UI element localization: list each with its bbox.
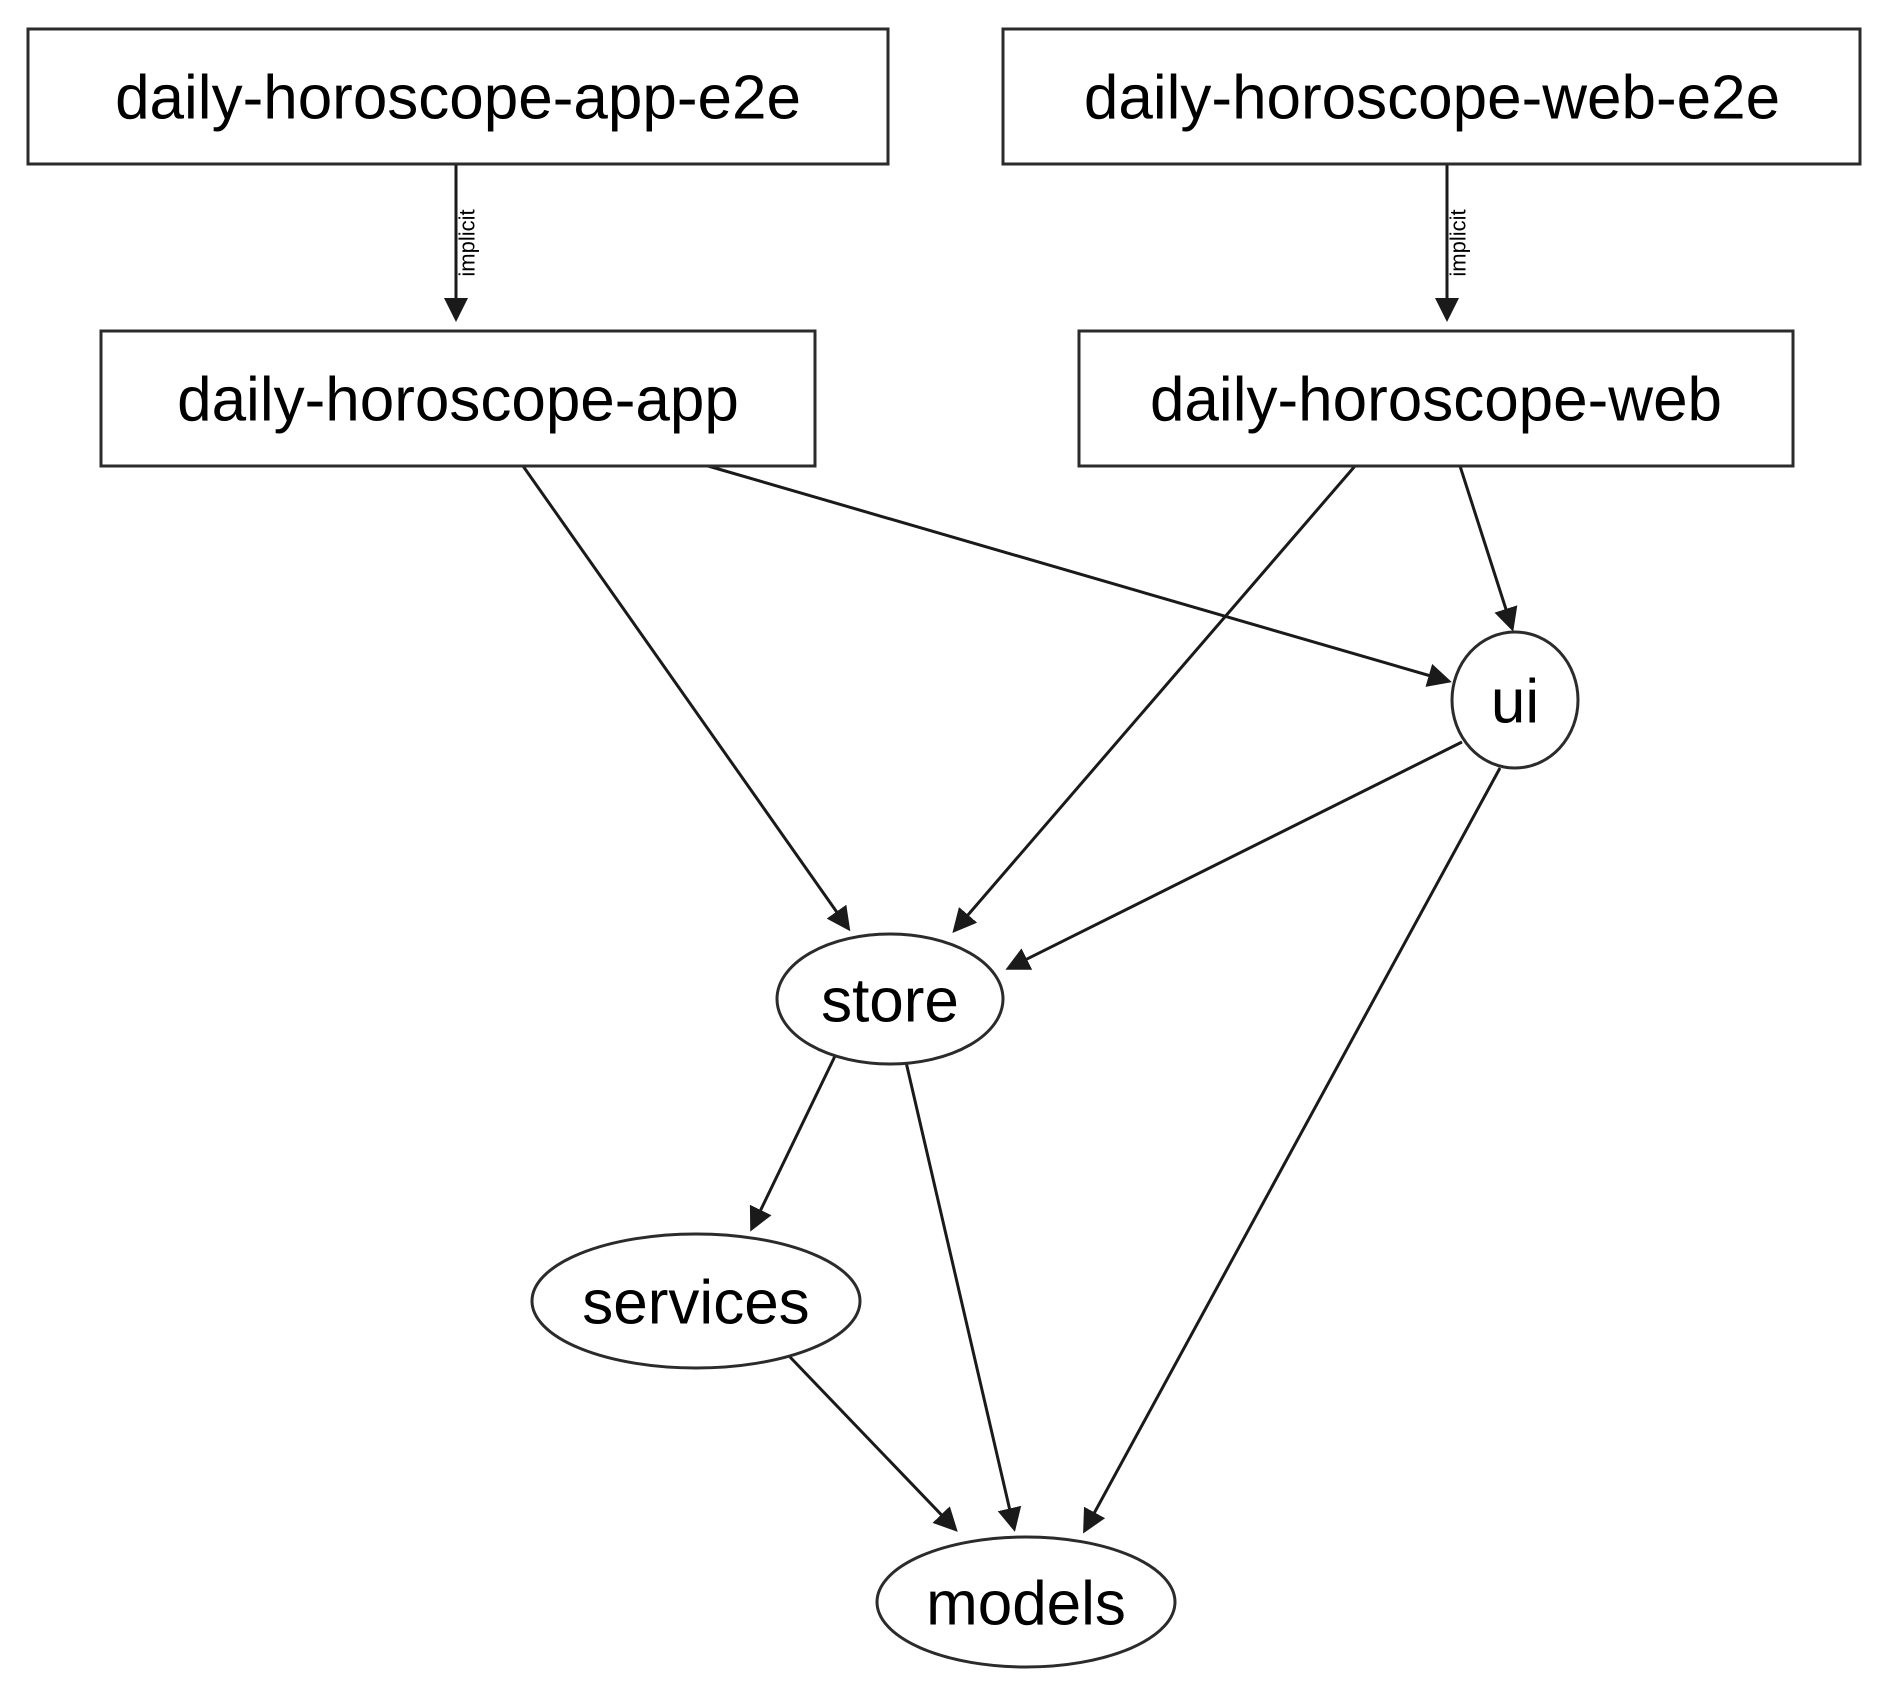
node-rect[interactable] [99, 329, 817, 468]
node-rect[interactable] [1001, 27, 1862, 166]
node-label: daily-horoscope-web [1150, 366, 1722, 435]
edge-web-to-store [952, 465, 1357, 934]
edge-line [1005, 740, 1463, 970]
node-label: ui [1491, 668, 1539, 737]
edge-line [788, 1355, 958, 1532]
edge-line [1083, 767, 1502, 1534]
edge-line [1458, 465, 1518, 632]
node-ellipse[interactable] [1450, 630, 1580, 770]
edge-app-to-ui [707, 464, 1452, 687]
edge-app-e2e-to-app: implicit [444, 164, 480, 322]
edge-line [521, 465, 851, 932]
node-label: daily-horoscope-web-e2e [1084, 64, 1780, 133]
edge-line [952, 465, 1357, 934]
edge-app-to-store [521, 465, 851, 932]
node-label: store [821, 967, 959, 1036]
node-daily-horoscope-app[interactable]: daily-horoscope-app [99, 329, 817, 468]
edge-ui-to-models [1083, 767, 1502, 1534]
edge-label-implicit-app: implicit [455, 209, 480, 276]
node-ellipse[interactable] [530, 1232, 862, 1370]
node-label: models [926, 1570, 1126, 1639]
edge-store-to-models [904, 1061, 1022, 1532]
edge-line [904, 1061, 1022, 1532]
node-models[interactable]: models [875, 1535, 1177, 1669]
node-label: services [582, 1269, 809, 1338]
node-label: daily-horoscope-app-e2e [115, 64, 801, 133]
node-ellipse[interactable] [875, 1535, 1177, 1669]
edge-line [749, 1053, 838, 1232]
node-store[interactable]: store [775, 932, 1005, 1066]
node-daily-horoscope-app-e2e[interactable]: daily-horoscope-app-e2e [26, 27, 890, 166]
edge-ui-to-store [1005, 740, 1463, 970]
node-services[interactable]: services [530, 1232, 862, 1370]
node-rect[interactable] [26, 27, 890, 166]
edge-store-to-services [749, 1053, 838, 1232]
node-rect[interactable] [1077, 329, 1795, 468]
node-ellipse[interactable] [775, 932, 1005, 1066]
edge-web-to-ui [1458, 465, 1518, 632]
edge-label-implicit-web: implicit [1446, 209, 1471, 276]
edge-web-e2e-to-web: implicit [1435, 164, 1471, 322]
edge-line [707, 464, 1452, 687]
node-ui[interactable]: ui [1450, 630, 1580, 770]
node-label: daily-horoscope-app [177, 366, 739, 435]
node-daily-horoscope-web[interactable]: daily-horoscope-web [1077, 329, 1795, 468]
edge-services-to-models [788, 1355, 958, 1532]
node-daily-horoscope-web-e2e[interactable]: daily-horoscope-web-e2e [1001, 27, 1862, 166]
